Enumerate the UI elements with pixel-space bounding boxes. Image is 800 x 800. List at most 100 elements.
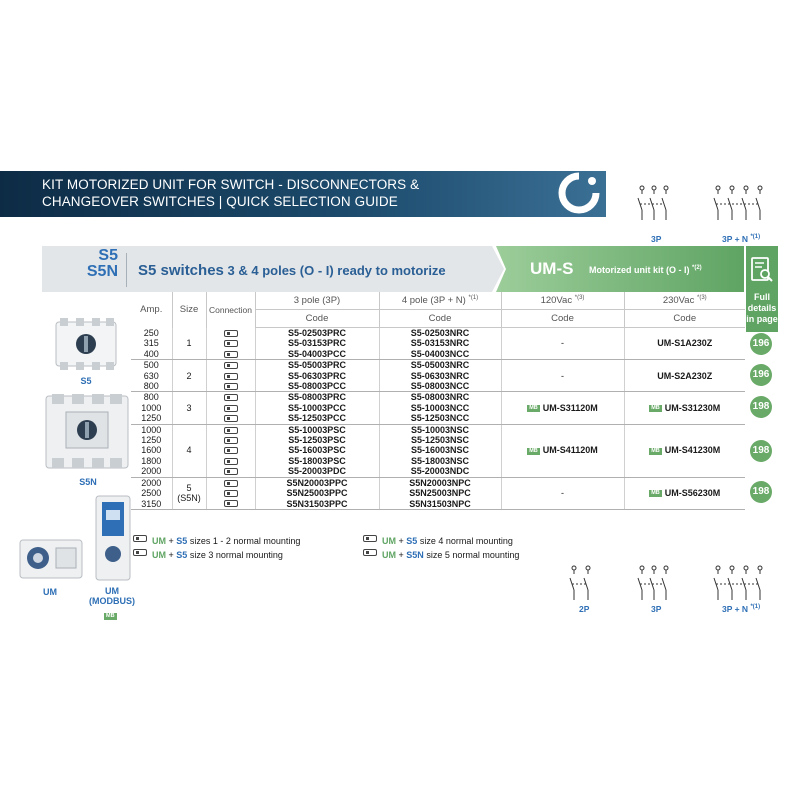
pole-label-top-3p: 3P bbox=[651, 234, 662, 244]
pole-diagram-3pn-top bbox=[713, 185, 763, 220]
connection-icon bbox=[223, 383, 238, 391]
ums-header-band bbox=[496, 246, 744, 292]
selection-table: Amp. Size Connection 3 pole (3P) 4 pole … bbox=[131, 292, 745, 510]
connection-icon bbox=[223, 394, 238, 402]
col-header-230vac: 230Vac *(3) bbox=[623, 292, 745, 310]
connection-cell bbox=[205, 327, 255, 361]
connection-icon bbox=[223, 415, 238, 423]
connection-icon bbox=[223, 500, 238, 508]
header-band bbox=[42, 246, 492, 292]
code-230vac-cell: UM-S2A230Z bbox=[623, 359, 745, 393]
legend-item: UM + S5 size 4 normal mounting bbox=[363, 533, 513, 546]
col-header-code: Code bbox=[623, 309, 745, 328]
connection-icon bbox=[223, 404, 238, 412]
um-modbus-image bbox=[95, 495, 131, 581]
connection-cell bbox=[205, 477, 255, 510]
connection-icon bbox=[223, 437, 238, 445]
brand-logo-icon bbox=[558, 172, 600, 214]
code-230vac-cell: UM-S1A230Z bbox=[623, 327, 745, 361]
size-cell: 5 (S5N) bbox=[171, 477, 206, 510]
product-label-um: UM bbox=[43, 587, 57, 597]
size-cell: 4 bbox=[171, 424, 206, 478]
page-badge[interactable]: 198 bbox=[750, 439, 772, 462]
ums-subtitle: Motorized unit kit (O - I) *(2) bbox=[589, 265, 702, 275]
legend-item: UM + S5 size 3 normal mounting bbox=[133, 547, 283, 560]
connection-cell bbox=[205, 359, 255, 393]
connection-cell bbox=[205, 424, 255, 478]
col-header-size: Size bbox=[171, 292, 206, 328]
full-details-label: Full details in page bbox=[746, 292, 778, 324]
pole-diagram-3p-top bbox=[637, 185, 669, 220]
product-label-um-modbus: UM (MODBUS) bbox=[89, 586, 135, 606]
pole-diagram-3pn-bottom bbox=[713, 565, 763, 600]
connection-icon bbox=[223, 457, 238, 465]
connection-icon bbox=[223, 329, 238, 337]
connection-icon bbox=[223, 479, 238, 487]
connection-icon bbox=[223, 447, 238, 455]
header-divider bbox=[126, 253, 127, 287]
size-cell: 1 bbox=[171, 327, 206, 361]
page-badge[interactable]: 196 bbox=[750, 333, 772, 355]
code-120vac-cell: - bbox=[500, 327, 624, 361]
product-label-s5: S5 bbox=[80, 376, 92, 386]
modbus-badge: MB bbox=[104, 613, 117, 621]
s5-switch-image bbox=[55, 318, 117, 370]
code-120vac-cell: - bbox=[500, 477, 624, 510]
connection-icon bbox=[223, 362, 238, 370]
pole-label-3pn-bottom: 3P + N *(1) bbox=[722, 604, 761, 614]
series-title: S5 S5N bbox=[82, 248, 118, 280]
s5n-switch-image bbox=[45, 394, 129, 469]
page-badge[interactable]: 196 bbox=[750, 364, 772, 386]
connection-icon bbox=[223, 490, 238, 498]
col-header-code: Code bbox=[500, 309, 624, 328]
connection-cell bbox=[205, 391, 255, 425]
product-label-s5n: S5N bbox=[79, 477, 97, 487]
col-header-4pole: 4 pole (3P + N) *(1) bbox=[378, 292, 501, 310]
ums-title: UM-S bbox=[530, 259, 574, 278]
legend-item: UM + S5N size 5 normal mounting bbox=[363, 547, 519, 560]
title-banner: KIT MOTORIZED UNIT FOR SWITCH - DISCONNE… bbox=[0, 171, 606, 217]
page-badge[interactable]: 198 bbox=[750, 396, 772, 418]
page-title-line1: KIT MOTORIZED UNIT FOR SWITCH - DISCONNE… bbox=[42, 177, 420, 192]
header-subtitle: S5 switches 3 & 4 poles (O - I) ready to… bbox=[138, 262, 446, 279]
connection-icon bbox=[223, 372, 238, 380]
series-s5n: S5N bbox=[86, 263, 118, 280]
connection-icon bbox=[223, 350, 238, 358]
col-header-connection: Connection bbox=[205, 292, 255, 328]
document-search-icon bbox=[751, 257, 773, 282]
connection-icon bbox=[223, 426, 238, 434]
page-title-line2: CHANGEOVER SWITCHES | QUICK SELECTION GU… bbox=[42, 194, 398, 209]
pole-diagram-3p-bottom bbox=[637, 565, 669, 600]
pole-label-top-3pn: 3P + N *(1) bbox=[722, 234, 761, 244]
size-cell: 2 bbox=[171, 359, 206, 393]
page-badge[interactable]: 198 bbox=[750, 481, 772, 503]
size-cell: 3 bbox=[171, 391, 206, 425]
col-header-3pole: 3 pole (3P) bbox=[254, 292, 379, 310]
col-header-code: Code bbox=[254, 309, 379, 328]
um-motor-image bbox=[19, 539, 83, 579]
pole-label-3p-bottom: 3P bbox=[651, 604, 662, 614]
connection-icon bbox=[223, 468, 238, 476]
pole-diagram-2p bbox=[569, 565, 591, 600]
legend-item: UM + S5 sizes 1 - 2 normal mounting bbox=[133, 533, 300, 546]
col-header-120vac: 120Vac *(3) bbox=[500, 292, 624, 310]
